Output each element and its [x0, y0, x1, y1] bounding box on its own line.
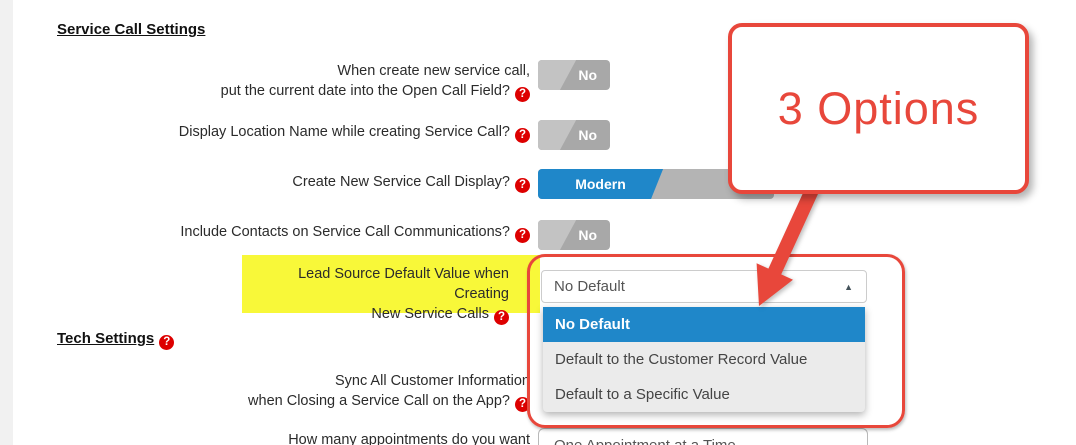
left-gutter — [0, 0, 13, 445]
label-line: put the current date into the Open Call … — [220, 83, 510, 99]
label-line: when Closing a Service Call on the App? — [248, 393, 510, 409]
toggle-open-call-date[interactable]: No — [538, 60, 610, 90]
lead-source-select[interactable]: No Default ▲ — [541, 270, 867, 303]
section-title-text: Service Call Settings — [57, 21, 206, 38]
toggle-value-label: Modern — [575, 176, 626, 192]
label-include-contacts: Include Contacts on Service Call Communi… — [60, 222, 530, 243]
label-lead-source-highlighted: Lead Source Default Value when Creating … — [242, 255, 540, 325]
help-icon[interactable]: ? — [515, 178, 530, 193]
appointments-selected-value: One Appointment at a Time — [554, 437, 736, 445]
toggle-value-label: No — [578, 227, 597, 243]
help-icon[interactable]: ? — [515, 87, 530, 102]
help-icon[interactable]: ? — [515, 228, 530, 243]
section-title-text: Tech Settings — [57, 330, 155, 347]
label-appointments: How many appointments do you want — [60, 430, 530, 445]
label-line: Create New Service Call Display? — [292, 174, 510, 190]
callout-text: 3 Options — [777, 82, 980, 134]
help-icon[interactable]: ? — [159, 335, 175, 350]
label-display-location: Display Location Name while creating Ser… — [60, 122, 530, 143]
lead-source-option-list: No Default Default to the Customer Recor… — [543, 307, 865, 412]
help-icon[interactable]: ? — [515, 397, 530, 412]
caret-up-icon: ▲ — [844, 282, 853, 292]
label-line: When create new service call, — [337, 63, 530, 79]
label-line: Include Contacts on Service Call Communi… — [180, 224, 510, 240]
label-sync-customer: Sync All Customer Information when Closi… — [60, 371, 530, 412]
selected-value: No Default — [554, 278, 625, 295]
option-no-default[interactable]: No Default — [543, 307, 865, 342]
label-display-mode: Create New Service Call Display?? — [60, 172, 530, 193]
toggle-display-location[interactable]: No — [538, 120, 610, 150]
help-icon[interactable]: ? — [494, 310, 509, 325]
label-line: Display Location Name while creating Ser… — [178, 124, 510, 140]
toggle-value-label: No — [578, 127, 597, 143]
section-title-service-call-settings: Service Call Settings — [57, 21, 205, 38]
label-line: Sync All Customer Information — [334, 373, 530, 389]
label-line: How many appointments do you want — [288, 432, 530, 445]
toggle-active-segment — [538, 169, 664, 199]
label-line: New Service Calls — [371, 306, 489, 322]
label-open-call-date: When create new service call, put the cu… — [60, 61, 530, 102]
toggle-include-contacts[interactable]: No — [538, 220, 610, 250]
section-title-tech-settings: Tech Settings? — [57, 330, 175, 350]
help-icon[interactable]: ? — [515, 128, 530, 143]
label-line: Lead Source Default Value when Creating — [298, 266, 509, 302]
toggle-value-label: No — [578, 67, 597, 83]
option-default-specific-value[interactable]: Default to a Specific Value — [555, 386, 730, 403]
appointments-select[interactable]: One Appointment at a Time — [538, 428, 868, 445]
annotation-callout: 3 Options — [728, 23, 1029, 194]
option-default-customer-record[interactable]: Default to the Customer Record Value — [555, 351, 808, 368]
